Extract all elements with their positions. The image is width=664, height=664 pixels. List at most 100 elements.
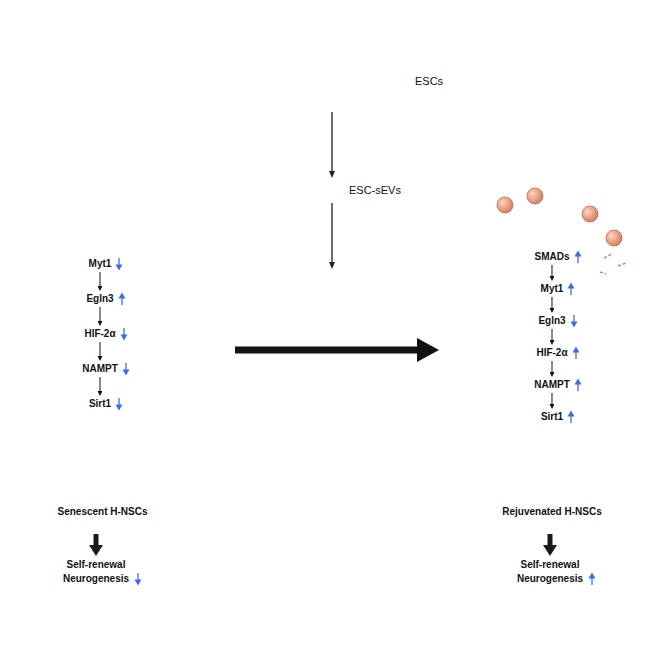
vesicle-cargo <box>328 188 336 194</box>
stem-cell <box>376 38 389 51</box>
node-label: Senescent H-NSCs <box>0 506 205 518</box>
node-label: Self-renewal Neurogenesis <box>510 558 590 586</box>
drawing-part <box>600 254 626 274</box>
stem-cell <box>302 52 315 65</box>
rejuvenated-cell: Rejuvenated H-NSCs SMADsMyt1Egln3HIF-2αNA… <box>442 172 662 532</box>
decoration <box>332 188 626 274</box>
cell-membrane <box>442 172 662 492</box>
stem-cell <box>338 46 351 59</box>
stem-cell-nucleus <box>358 58 361 61</box>
dish-drawing <box>262 18 402 110</box>
node-label: Sirt1 <box>89 398 111 410</box>
drawing-part <box>606 230 622 246</box>
node-label: Rejuvenated H-NSCs <box>442 506 662 518</box>
trend-arrow <box>115 397 123 411</box>
pathway-arrow <box>100 307 101 321</box>
pathway-arrow <box>552 329 553 340</box>
transition-arrow <box>235 347 417 354</box>
pale-cell <box>284 56 296 68</box>
trend-arrow-head <box>570 322 577 328</box>
trend-arrow <box>574 378 582 392</box>
node-label: Egln3 <box>538 315 565 327</box>
trend-arrow <box>572 346 580 360</box>
stem-cell-nucleus <box>364 40 367 43</box>
cell-body <box>5 184 202 482</box>
trend-arrow <box>567 282 575 296</box>
stem-cell-nucleus <box>324 50 327 53</box>
node-label: Myt1 <box>89 258 112 270</box>
trend-arrow <box>122 362 130 376</box>
node-label: Self-renewal Neurogenesis <box>56 558 136 586</box>
stem-cell <box>358 36 371 49</box>
trend-arrow <box>570 314 578 328</box>
trend-arrow <box>115 257 123 271</box>
node-label: Myt1 <box>541 283 564 295</box>
trend-arrow-head <box>574 251 581 257</box>
culture-medium <box>272 40 392 76</box>
gene-label: Myt1 <box>540 283 565 295</box>
stem-cell <box>314 31 327 44</box>
trend-arrow <box>574 250 582 264</box>
trend-arrow-head <box>589 573 596 579</box>
outcome-arrow <box>548 534 553 545</box>
pathway-arrow <box>99 377 100 391</box>
stem-cell <box>329 37 342 50</box>
stem-cell-nucleus <box>382 42 385 45</box>
stem-cell-nucleus <box>350 33 353 36</box>
trend-arrow-head <box>135 580 142 586</box>
stem-cell-nucleus <box>320 35 323 38</box>
gene-label: Sirt1 <box>540 411 564 423</box>
gene-label: Egln3 <box>537 315 566 327</box>
trend-arrow <box>120 327 128 341</box>
cell-body <box>447 182 660 484</box>
pathway-arrow <box>552 361 553 372</box>
pathway-arrow <box>99 272 100 286</box>
trend-arrow-head <box>118 293 125 299</box>
pathway-arrow <box>551 393 552 404</box>
vesicle: ESC-sEVs <box>322 180 342 200</box>
stem-cell <box>366 47 379 60</box>
vesicle-cluster <box>497 188 626 274</box>
cell-nucleus <box>53 236 71 264</box>
drawing-part <box>497 197 513 213</box>
trend-arrow-head <box>120 335 127 341</box>
trend-arrow-head <box>116 265 123 271</box>
node-label: ESCs <box>415 75 443 87</box>
dish-rim <box>266 26 398 66</box>
drawing-part <box>527 188 543 204</box>
trend-arrow-head <box>122 370 129 376</box>
stem-cell <box>352 54 365 67</box>
delivery-arrow <box>331 203 332 262</box>
pathway-arrow <box>100 342 101 356</box>
trend-arrow-head <box>568 411 575 417</box>
trend-arrow <box>118 292 126 306</box>
vesicle-body <box>323 181 341 199</box>
trend-arrow-head <box>574 379 581 385</box>
pale-cell <box>312 67 324 79</box>
stem-cell <box>300 36 313 49</box>
outcome-label: Self-renewal Neurogenesis <box>510 558 590 586</box>
senescent-cell: Senescent H-NSCsMyt1Egln3HIF-2αNAMPTSirt… <box>0 172 205 532</box>
trend-arrow <box>134 572 142 586</box>
node-label: SMADs <box>534 251 569 263</box>
node-label: HIF-2α <box>536 347 567 359</box>
trend-arrow-head <box>572 347 579 353</box>
gene-label: HIF-2α <box>535 347 568 359</box>
pale-cell <box>296 63 308 75</box>
gene-label: NAMPT <box>533 379 571 391</box>
trend-arrow <box>588 572 596 586</box>
connectors <box>96 112 552 545</box>
dish-body <box>266 46 398 102</box>
stem-cell-nucleus <box>344 50 347 53</box>
stem-cell-nucleus <box>308 56 311 59</box>
outcome-arrow <box>94 534 99 545</box>
outcome-label: Self-renewal Neurogenesis <box>56 558 136 586</box>
gene-label: HIF-2α <box>83 328 116 340</box>
node-label: Sirt1 <box>541 411 563 423</box>
stem-cell <box>318 46 331 59</box>
node-label: NAMPT <box>534 379 570 391</box>
stem-cell-nucleus <box>372 51 375 54</box>
culture-dish: ESCs <box>262 18 402 110</box>
trend-arrow <box>567 410 575 424</box>
pathway-arrow <box>551 297 552 308</box>
